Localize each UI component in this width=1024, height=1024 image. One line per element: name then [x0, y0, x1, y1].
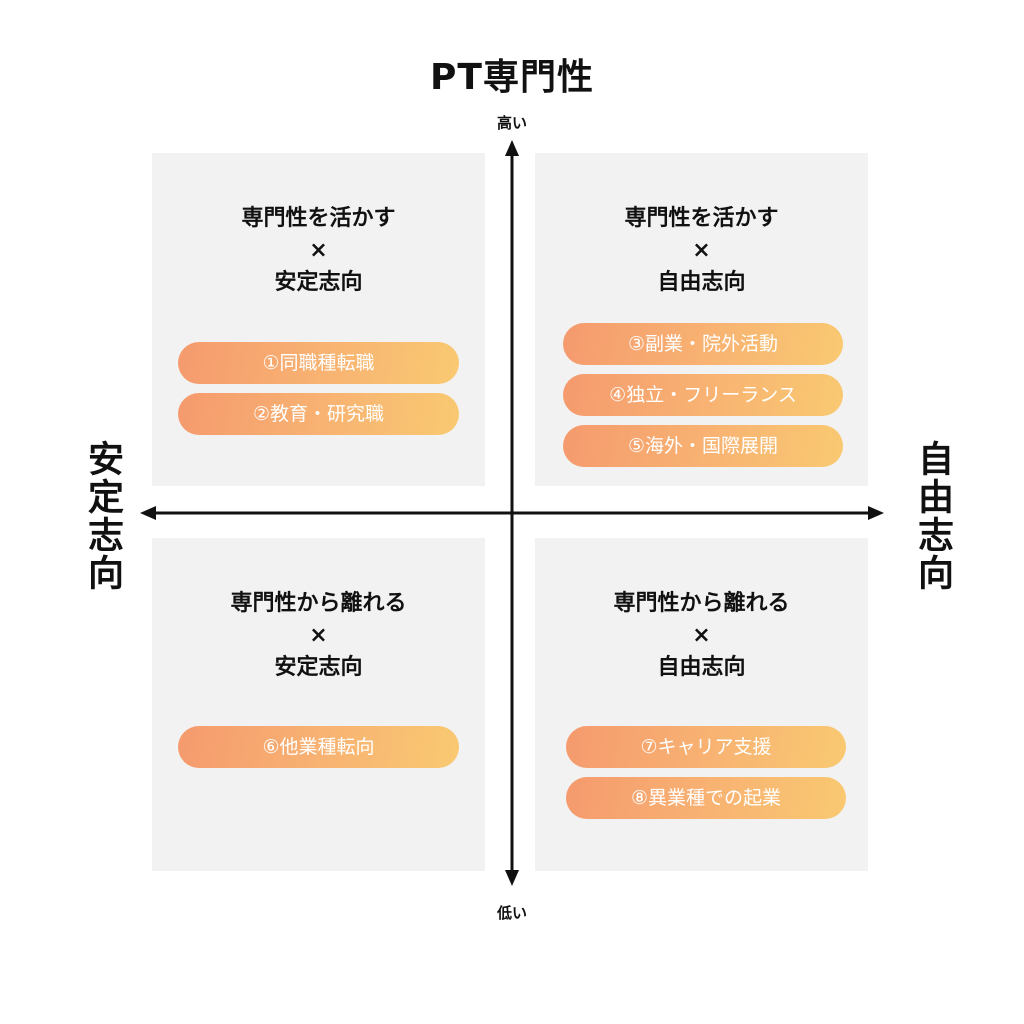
quadrant-heading-line2: 自由志向: [657, 270, 746, 295]
diagram-title: PT専門性: [430, 57, 594, 98]
quadrant-heading-times: ×: [309, 238, 328, 263]
quadrant-heading-line2: 自由志向: [657, 655, 746, 680]
horizontal-axis: [140, 506, 884, 520]
arrow-right-icon: [868, 506, 884, 520]
quadrant-top-left: 専門性を活かす × 安定志向 ①同職種転職 ②教育・研究職: [152, 153, 485, 486]
quadrant-heading-line2: 安定志向: [274, 655, 363, 680]
option-pill: ②教育・研究職: [178, 393, 459, 435]
option-pill: ③副業・院外活動: [563, 323, 843, 365]
option-pill: ①同職種転職: [178, 342, 459, 384]
quadrant-heading-times: ×: [692, 623, 711, 648]
axis-left-label: 安定志向: [82, 440, 123, 592]
arrow-left-icon: [140, 506, 156, 520]
quadrant-heading: 専門性から離れる × 自由志向: [535, 588, 868, 684]
arrow-down-icon: [505, 870, 519, 886]
arrow-up-icon: [505, 140, 519, 156]
quadrant-heading-line1: 専門性から離れる: [613, 591, 790, 616]
quadrant-heading: 専門性を活かす × 安定志向: [152, 203, 485, 299]
option-pill: ⑥他業種転向: [178, 726, 459, 768]
option-pill: ⑧異業種での起業: [566, 777, 846, 819]
option-pill: ⑦キャリア支援: [566, 726, 846, 768]
quadrant-heading-line1: 専門性から離れる: [230, 591, 407, 616]
quadrant-heading-line1: 専門性を活かす: [241, 206, 396, 231]
quadrant-heading: 専門性を活かす × 自由志向: [535, 203, 868, 299]
quadrant-heading-times: ×: [309, 623, 328, 648]
quadrant-bottom-left: 専門性から離れる × 安定志向 ⑥他業種転向: [152, 538, 485, 871]
quadrant-heading-line2: 安定志向: [274, 270, 363, 295]
axis-right-label: 自由志向: [912, 440, 953, 592]
quadrant-top-right: 専門性を活かす × 自由志向 ③副業・院外活動 ④独立・フリーランス ⑤海外・国…: [535, 153, 868, 486]
option-pill: ④独立・フリーランス: [563, 374, 843, 416]
quadrant-heading-line1: 専門性を活かす: [624, 206, 779, 231]
quadrant-heading-times: ×: [692, 238, 711, 263]
axis-low-label: 低い: [496, 904, 527, 922]
option-pill: ⑤海外・国際展開: [563, 425, 843, 467]
axis-high-label: 高い: [496, 114, 527, 132]
quadrant-heading: 専門性から離れる × 安定志向: [152, 588, 485, 684]
quadrant-bottom-right: 専門性から離れる × 自由志向 ⑦キャリア支援 ⑧異業種での起業: [535, 538, 868, 871]
